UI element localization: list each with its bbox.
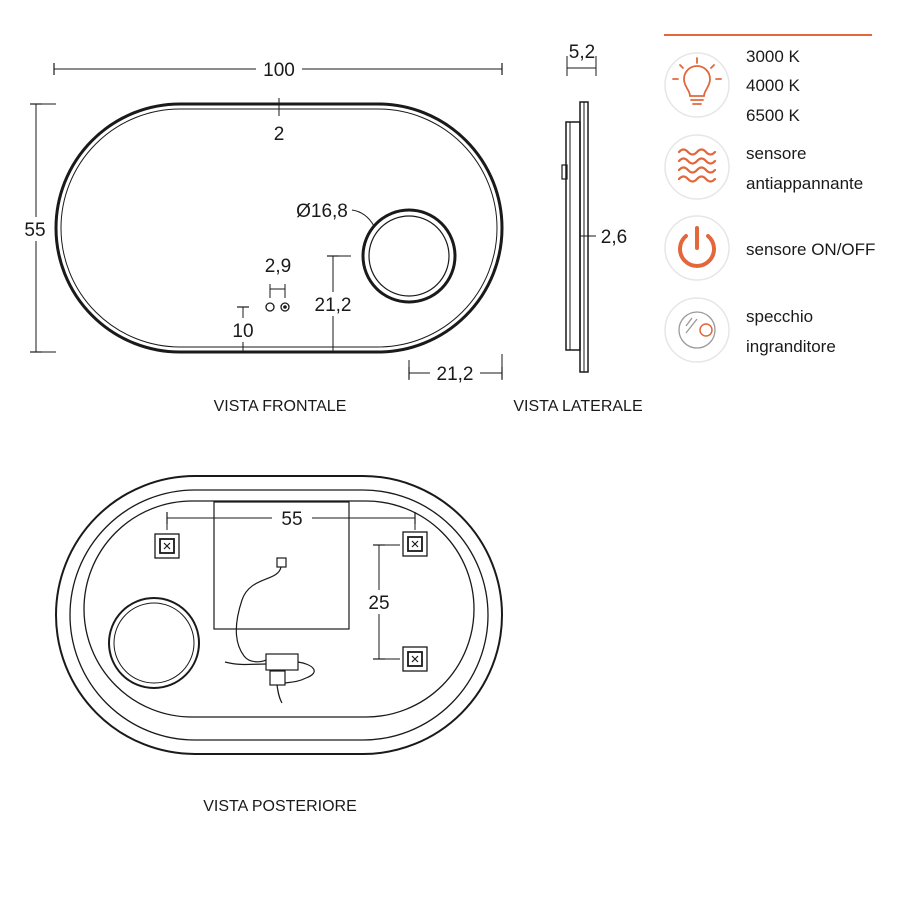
power-cable [224,557,315,704]
magnifier-diameter-label: Ø16,8 [296,201,348,222]
legend-line: specchio [746,307,813,326]
rear-magnifier-inner [113,602,195,684]
legend-line: antiappannante [746,174,863,193]
legend-item-magnifier: specchio ingranditore [664,297,836,363]
legend-item-color-temperature: 3000 K 4000 K 6500 K [664,47,801,125]
sensor-offset-label: 10 [232,321,253,342]
mirror-frame-rear-inner [69,489,489,741]
rear-view-caption: VISTA POSTERIORE [203,798,357,815]
legend-line: 3000 K [746,47,801,66]
magnifier-height-label: 21,2 [315,295,352,316]
magnifier-ring-outer [361,208,457,304]
mirror-back-panel [83,500,475,718]
mounting-bracket [154,533,180,559]
magnifier-mirror-icon [678,311,716,349]
rear-magnifier-outer [108,597,200,689]
anti-fog-waves-icon [677,148,717,183]
width-label: 100 [263,60,295,81]
legend-item-on-off: sensore ON/OFF [664,215,875,281]
legend-line: sensore ON/OFF [746,240,875,259]
legend-line: ingranditore [746,337,836,356]
power-icon [678,226,716,268]
magnifier-offset-label: 21,2 [437,364,474,385]
legend-line: 6500 K [746,106,801,125]
depth-label: 5,2 [569,42,595,63]
bracket-spacing-h-label: 55 [281,509,302,530]
side-back-frame [565,121,581,351]
side-view-caption: VISTA LATERALE [513,398,642,415]
bracket-spacing-v-label: 25 [368,593,389,614]
front-view: 100 55 2 Ø16,8 21,2 21,2 [18,57,504,415]
magnifier-ring-inner [368,215,450,297]
thickness-label: 2,6 [601,227,627,248]
legend-line: sensore [746,144,806,163]
front-view-caption: VISTA FRONTALE [214,398,347,415]
mounting-bracket [402,646,428,672]
back-plate [213,501,350,630]
sensor-spacing-label: 2,9 [265,256,291,277]
height-label: 55 [24,220,45,241]
light-bulb-icon [672,57,722,105]
top-gap-label: 2 [274,124,285,145]
mounting-bracket [402,531,428,557]
legend-item-anti-fog: sensore antiappannante [664,134,863,200]
legend-line: 4000 K [746,76,801,95]
side-view: 5,2 2,6 VISTA LATERALE [513,42,642,415]
mirror-frame-rear-outer [55,475,503,755]
sensor-left [265,302,275,312]
legend: 3000 K 4000 K 6500 K sensore antiappanna… [664,34,875,363]
rear-view: 55 25 VISTA POSTERIORE [55,475,503,815]
